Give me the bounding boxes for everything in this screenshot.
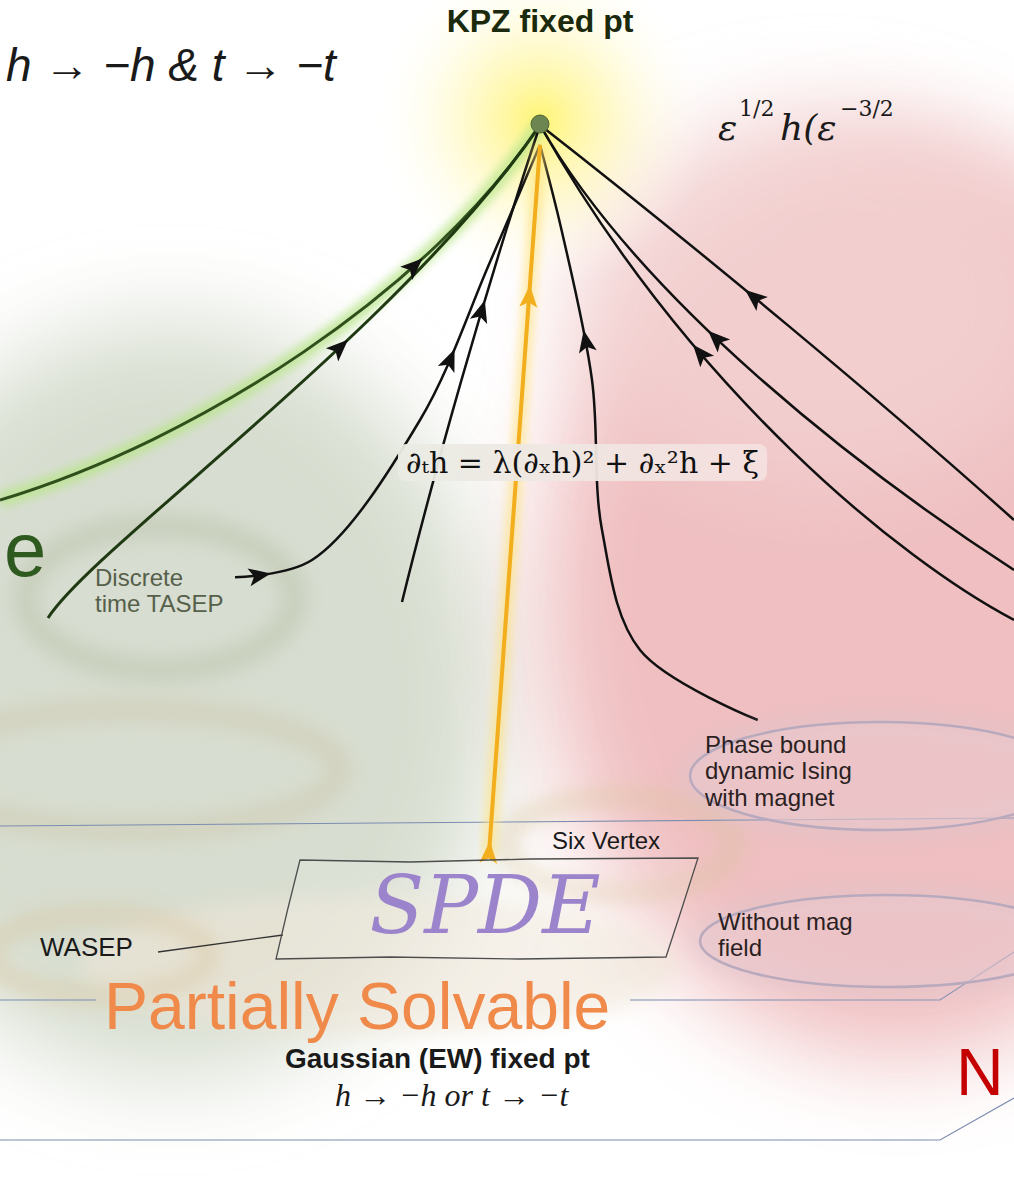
node-text: Without mag field	[718, 909, 870, 962]
flow-line	[540, 125, 1014, 620]
symmetry-note: h → −h & t → −t	[6, 40, 336, 91]
rg-flow-arrow	[489, 145, 540, 858]
connector-group	[479, 145, 540, 864]
model-name: WASEP	[40, 933, 133, 962]
arrowhead	[326, 333, 354, 361]
arrowhead	[739, 283, 767, 311]
kpz-equation: ∂ₜh = λ(∂ₓh)² + ∂ₓ²h + ξ	[398, 444, 767, 481]
flow-line	[48, 125, 540, 618]
arrowhead	[575, 329, 597, 354]
ellipse-halo	[700, 895, 1014, 987]
connector-group	[235, 145, 540, 586]
arrowhead	[438, 346, 463, 373]
fixed-point-label: Gaussian (EW) fixed pt	[285, 1044, 590, 1075]
model-name: Six Vertex	[552, 828, 660, 854]
model-label: Discrete time TASEP	[95, 565, 235, 621]
region-title: Partially Solvable	[104, 970, 610, 1043]
connector-glow	[489, 145, 540, 858]
arrowhead	[686, 339, 714, 367]
fixed-point-dot	[531, 115, 549, 133]
region-letter: e	[4, 508, 46, 592]
scaling-exponent: 1/2	[739, 97, 774, 121]
fixed-point-dot	[525, 109, 555, 139]
fixed-point: KPZ fixed pt	[440, 4, 640, 145]
node-text: SPDE	[270, 866, 700, 946]
arrowhead	[519, 285, 539, 308]
scaling-formula: ε	[718, 108, 737, 148]
flow-arrow	[235, 145, 540, 577]
ellipse-outline	[700, 895, 1014, 987]
node-text: KPZ fixed pt	[440, 4, 640, 39]
ellipse-outline	[690, 722, 1014, 830]
arrowhead	[400, 252, 428, 280]
node-text: Discrete time TASEP	[95, 565, 229, 618]
scaling-exponent: −3/2	[840, 97, 894, 121]
flow-line	[540, 125, 1014, 570]
flow-arrow	[540, 145, 758, 720]
arrowhead	[702, 324, 730, 352]
leader-line	[158, 935, 283, 952]
node-text: Phase bound dynamic Ising with magnet	[705, 732, 859, 811]
scaling-formula: h(ε	[780, 108, 837, 148]
model-ellipse: Phase bound dynamic Ising with magnet	[690, 720, 1014, 832]
symmetry-note: h → −h or t → −t	[335, 1078, 568, 1113]
region-letter: N	[956, 1036, 1004, 1109]
arrowhead	[248, 565, 273, 586]
spde-plane: SPDE	[270, 858, 700, 960]
halo-ring	[0, 710, 340, 830]
connector-group	[540, 145, 758, 720]
ellipse-halo	[690, 722, 1014, 830]
model-ellipse: Without mag field	[700, 893, 1014, 989]
slab-edge	[0, 999, 96, 1000]
